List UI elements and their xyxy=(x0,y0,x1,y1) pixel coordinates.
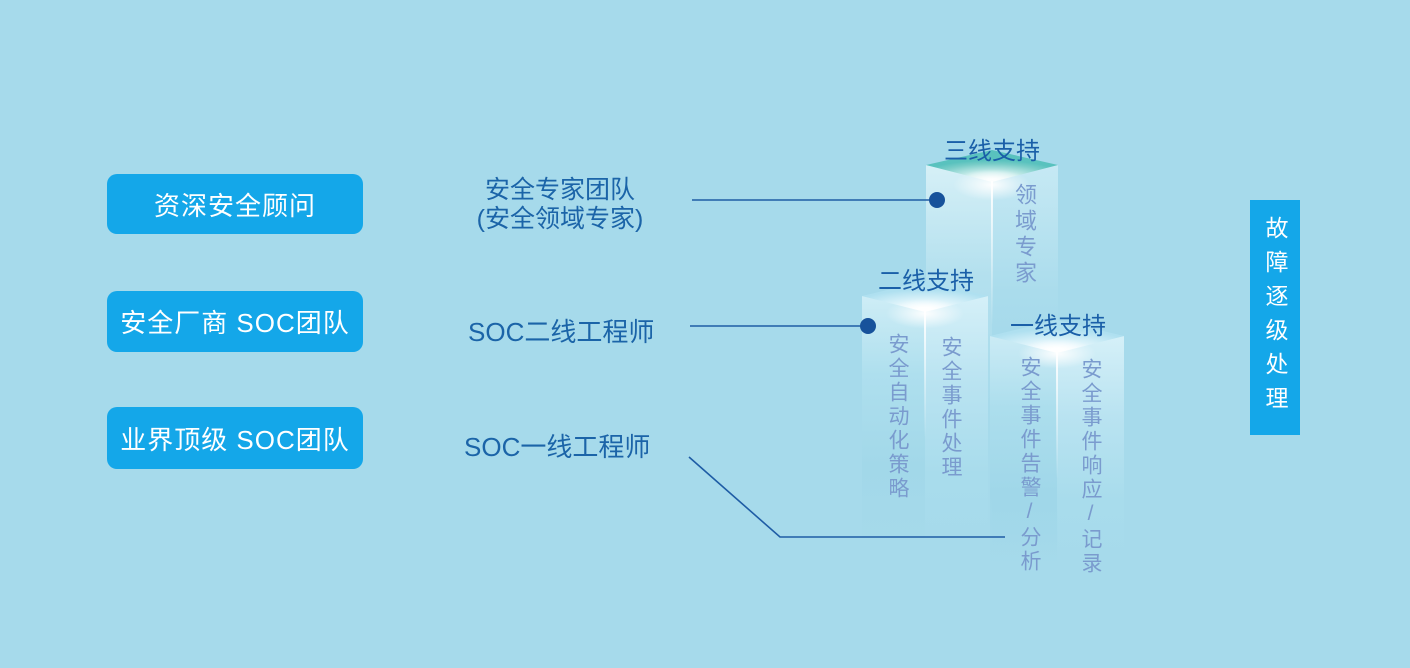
label-security-expert-team-line2: (安全领域专家) xyxy=(476,205,644,233)
pillar-tier2-front-edge xyxy=(924,311,926,461)
pill-top-industry-soc-team: 业界顶级 SOC团队 xyxy=(107,407,363,469)
label-security-expert-team: 安全专家团队 (安全领域专家) xyxy=(436,176,684,234)
label-soc-tier1-engineer: SOC一线工程师 xyxy=(464,432,651,462)
caption-tier2-support: 二线支持 xyxy=(878,268,974,295)
pillar-tier1-right-face-text: 安全事件响应/记录 xyxy=(1079,358,1102,576)
caption-tier1-support: 一线支持 xyxy=(1010,313,1106,340)
tab-fault-escalation: 故障逐级处理 xyxy=(1250,200,1300,435)
pillar-tier1-front-edge xyxy=(1056,352,1058,502)
pillar-tier2-left-face-text: 安全自动化策略 xyxy=(886,333,909,501)
pill-vendor-soc-team: 安全厂商 SOC团队 xyxy=(107,291,363,352)
pillar-tier1-left-face-text: 安全事件告警/分析 xyxy=(1018,356,1041,574)
caption-tier3-support: 三线支持 xyxy=(944,138,1040,165)
pillar-tier3-front-edge xyxy=(991,181,993,351)
label-soc-tier2-engineer: SOC二线工程师 xyxy=(468,317,655,347)
label-security-expert-team-line1: 安全专家团队 xyxy=(484,176,635,204)
pillar-tier3-face-text: 领域专家 xyxy=(1012,183,1037,287)
pill-senior-security-consultant: 资深安全顾问 xyxy=(107,174,363,234)
pillar-tier2-right-face-text: 安全事件处理 xyxy=(939,336,962,480)
